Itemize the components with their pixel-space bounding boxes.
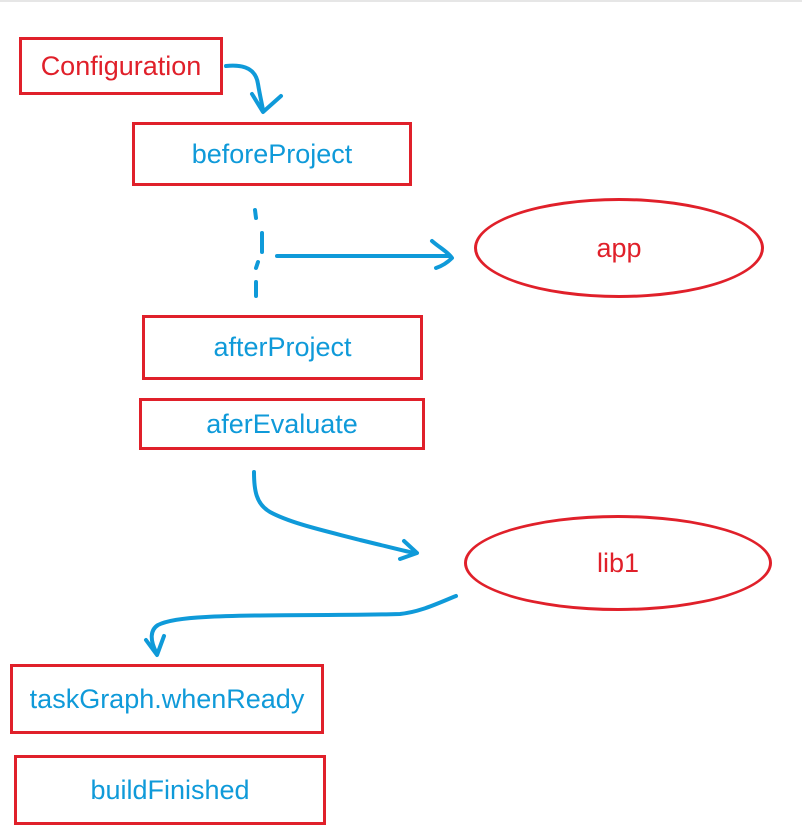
top-divider [0, 0, 802, 2]
arrowhead-configuration-to-beforeproject [250, 92, 283, 114]
dashed-evaluation-line-3 [254, 260, 260, 270]
node-lib1: lib1 [464, 515, 772, 611]
node-lib1-label: lib1 [596, 547, 640, 578]
node-task-graph-when-ready-label: taskGraph.whenReady [29, 683, 305, 714]
node-afer-evaluate: aferEvaluate [139, 398, 425, 450]
node-app: app [474, 198, 764, 298]
node-configuration: Configuration [19, 37, 223, 95]
arrow-lib1-to-taskgraph [149, 594, 458, 654]
arrowhead-aferevaluate-to-lib1 [398, 539, 419, 561]
node-task-graph-when-ready: taskGraph.whenReady [10, 664, 324, 734]
node-configuration-label: Configuration [40, 50, 202, 81]
node-build-finished: buildFinished [14, 755, 326, 825]
node-before-project-label: beforeProject [191, 138, 353, 169]
arrow-configuration-to-beforeproject [224, 63, 265, 112]
arrow-aferevaluate-to-lib1 [252, 470, 416, 555]
node-before-project: beforeProject [132, 122, 412, 186]
node-app-label: app [596, 232, 642, 263]
node-afer-evaluate-label: aferEvaluate [206, 408, 358, 439]
node-after-project-label: afterProject [213, 332, 352, 362]
arrowhead-to-app [430, 239, 454, 270]
arrowhead-lib1-to-taskgraph [144, 634, 166, 657]
node-build-finished-label: buildFinished [90, 774, 250, 805]
dashed-evaluation-line [253, 208, 258, 220]
node-after-project: afterProject [142, 315, 423, 380]
